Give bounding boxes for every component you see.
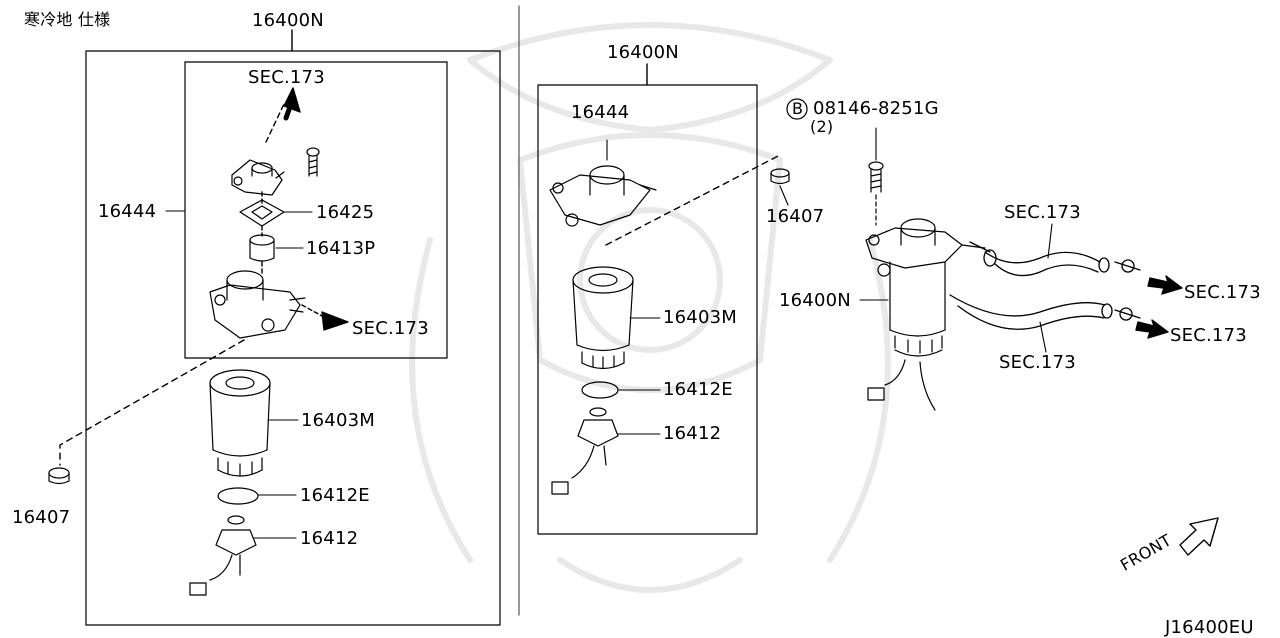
middle-filter-label: 16403M xyxy=(663,307,737,328)
right-hose-lower xyxy=(949,294,1141,330)
right-filter-assembly xyxy=(865,218,986,411)
bolt-number-label: 08146-8251G xyxy=(813,98,939,119)
left-pump-housing xyxy=(209,270,306,339)
middle-dashed-line xyxy=(605,154,781,246)
right-dest-arrows xyxy=(1135,275,1183,339)
cold-region-note: 寒冷地 仕様 xyxy=(24,10,111,29)
left-pump-label: 16444 xyxy=(98,201,157,222)
right-assembly-label: 16400N xyxy=(779,290,851,311)
left-right-arrow xyxy=(301,304,349,331)
middle-bushing-label: 16407 xyxy=(766,206,825,227)
middle-leaders xyxy=(617,185,789,435)
left-o-ring-label: 16412E xyxy=(300,485,370,506)
left-sec-right-label: SEC.173 xyxy=(352,318,429,339)
left-sec-top-label: SEC.173 xyxy=(248,67,325,88)
left-pump-subframe xyxy=(184,61,448,359)
right-bolt xyxy=(868,161,884,226)
hose-lower-label: SEC.173 xyxy=(999,352,1076,373)
left-leaders xyxy=(165,210,313,539)
left-o-ring xyxy=(217,487,259,505)
middle-o-ring-label: 16412E xyxy=(663,379,733,400)
middle-sensor-label: 16412 xyxy=(663,423,722,444)
left-sensor xyxy=(189,515,257,596)
left-bushing xyxy=(48,467,70,485)
left-bolt xyxy=(306,147,320,177)
middle-sensor xyxy=(551,407,619,495)
diagram-code: J16400EU xyxy=(1165,617,1254,638)
middle-assembly-label: 16400N xyxy=(607,42,679,63)
middle-pump-head xyxy=(549,165,657,227)
left-plug xyxy=(249,234,275,262)
middle-filter xyxy=(572,266,634,370)
left-plug-label: 16413P xyxy=(306,238,376,259)
bolt-badge-letter: B xyxy=(792,99,804,118)
left-dashed-line xyxy=(59,339,245,466)
hose-upper-label: SEC.173 xyxy=(1004,202,1081,223)
left-pump-head xyxy=(231,159,285,196)
front-arrow xyxy=(1179,517,1219,556)
left-assembly-frame xyxy=(85,50,501,626)
middle-bushing xyxy=(770,168,790,185)
hose-lower-dest-label: SEC.173 xyxy=(1170,325,1247,346)
bolt-badge-circle xyxy=(786,98,808,120)
left-bushing-label: 16407 xyxy=(12,507,71,528)
left-gasket-label: 16425 xyxy=(316,202,375,223)
left-filter xyxy=(209,369,271,477)
right-hose-leaders xyxy=(1039,223,1053,353)
left-filter-label: 16403M xyxy=(301,410,375,431)
left-assembly-label: 16400N xyxy=(252,10,324,31)
middle-pump-label: 16444 xyxy=(571,102,630,123)
bolt-qty-label: (2) xyxy=(810,117,834,136)
left-sensor-label: 16412 xyxy=(300,528,359,549)
left-top-arrow xyxy=(265,87,301,143)
watermark-emblem xyxy=(409,22,891,593)
right-hose-upper xyxy=(969,241,1141,277)
left-gasket xyxy=(239,199,285,227)
hose-upper-dest-label: SEC.173 xyxy=(1184,282,1261,303)
